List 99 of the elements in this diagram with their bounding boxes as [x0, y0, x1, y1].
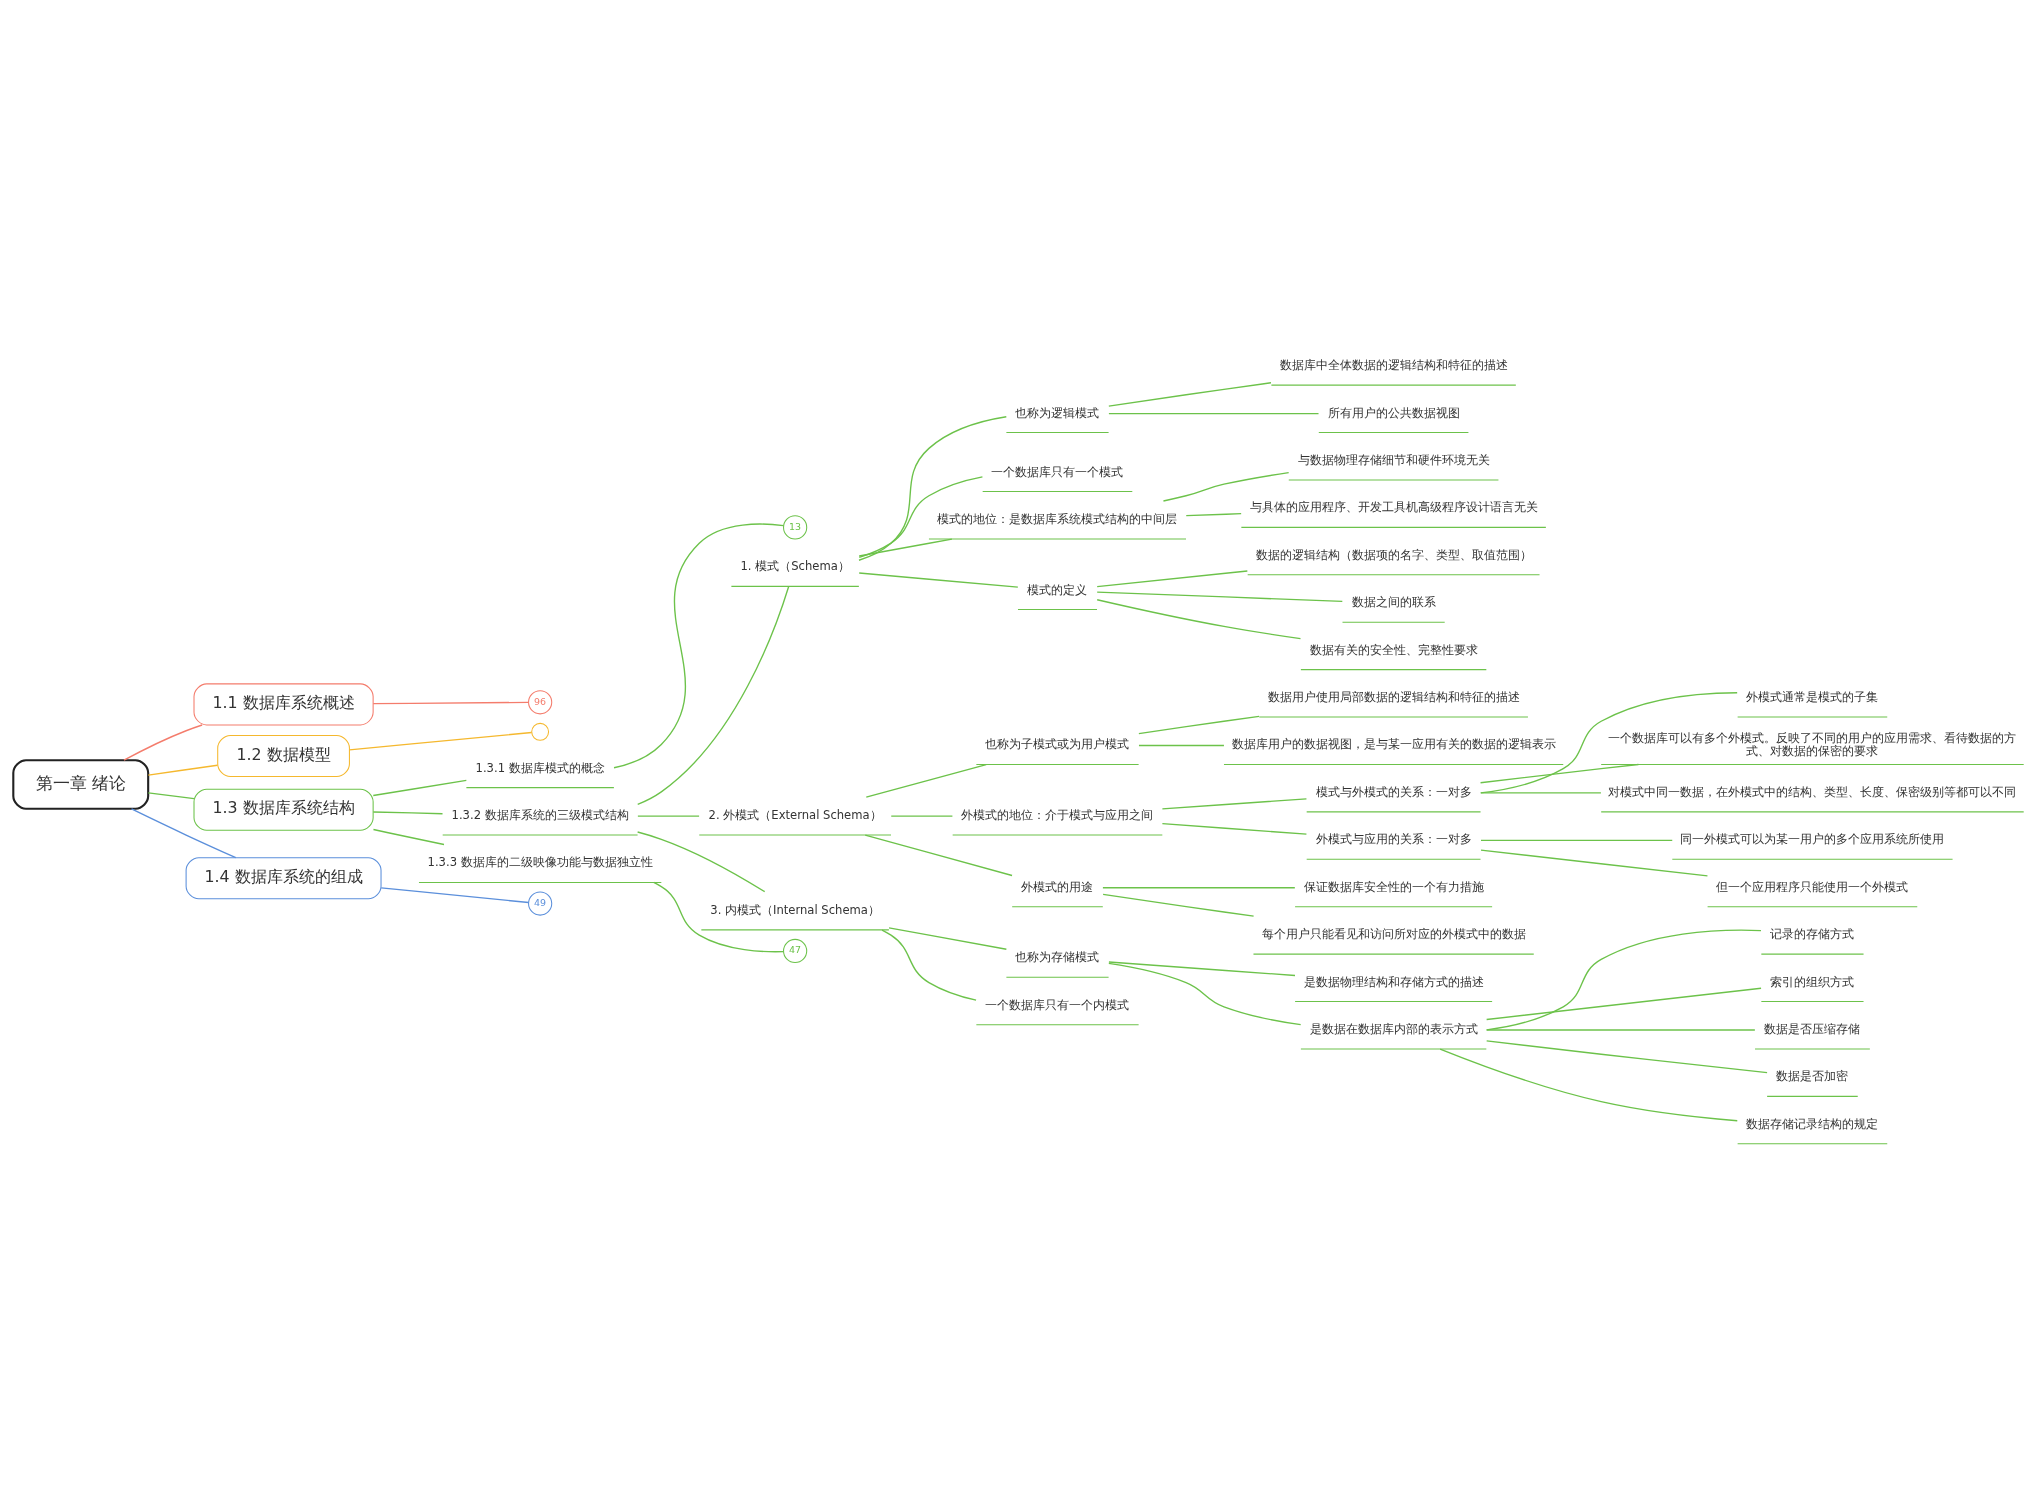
connector — [1138, 715, 1260, 734]
node-text: 数据有关的安全性、完整性要求 — [1309, 642, 1478, 657]
node-text: 数据是否压缩存储 — [1764, 1021, 1861, 1036]
connector — [1485, 929, 1762, 1031]
node-text: 数据存储记录结构的规定 — [1746, 1116, 1879, 1131]
node-text: 2. 外模式（External Schema） — [708, 807, 882, 822]
node-text: 也称为逻辑模式 — [1015, 405, 1100, 420]
node-circle — [531, 722, 550, 741]
node-text: 但一个应用程序只能使用一个外模式 — [1716, 879, 1909, 894]
connector — [858, 537, 953, 557]
node-text: 也称为子模式或为用户模式 — [985, 736, 1130, 751]
connector — [1096, 598, 1302, 639]
connector — [372, 779, 467, 796]
node-text: 数据的逻辑结构（数据项的名字、类型、取值范围） — [1255, 547, 1532, 562]
connector — [1480, 791, 1602, 794]
connector — [123, 723, 203, 761]
connector — [881, 928, 977, 1001]
node-text: 索引的组织方式 — [1770, 974, 1855, 989]
connector — [147, 791, 195, 799]
connector — [1096, 569, 1249, 587]
connector — [858, 415, 1007, 561]
node-text: 1.3.2 数据库系统的三级模式结构 — [451, 807, 629, 822]
connector — [890, 814, 954, 817]
node-text: 每个用户只能看见和访问所对应的外模式中的数据 — [1261, 926, 1526, 941]
node-text: 一个数据库可以有多个外模式。反映了不同的用户的应用需求、看待数据的方式、对数据的保密的要求 — [1608, 730, 2017, 758]
connector — [865, 763, 987, 798]
connector — [1479, 691, 1738, 794]
connector — [147, 764, 219, 776]
connector — [637, 585, 790, 805]
node-text: 1.3.1 数据库模式的概念 — [475, 760, 605, 775]
node-text: 也称为存储模式 — [1015, 949, 1100, 964]
node-text: 同一外模式可以为某一用户的多个应用系统所使用 — [1680, 831, 1945, 846]
node-text: 1.3.3 数据库的二级映像功能与数据独立性 — [427, 854, 653, 869]
node-text: 记录的存储方式 — [1770, 926, 1855, 941]
connector — [1480, 839, 1673, 841]
node-text: 外模式的用途 — [1021, 879, 1094, 894]
connector — [1185, 512, 1242, 516]
node-text: 3. 内模式（Internal Schema） — [710, 902, 880, 917]
connector — [858, 475, 984, 558]
connector — [864, 833, 1013, 876]
connector — [1108, 962, 1302, 1025]
connector — [372, 701, 529, 704]
connector — [130, 807, 237, 858]
node-box: 第一章 绪论 — [12, 758, 150, 810]
connector — [636, 830, 766, 892]
connector — [372, 810, 444, 814]
node-text: 1. 模式（Schema） — [740, 558, 850, 573]
node-circle: 47 — [783, 938, 808, 963]
node-text: 外模式通常是模式的子集 — [1746, 689, 1879, 704]
connector — [858, 571, 1019, 588]
node-circle: 13 — [783, 514, 808, 539]
connector — [613, 522, 785, 768]
node-text: 数据之间的联系 — [1351, 594, 1436, 609]
node-text: 是数据在数据库内部的表示方式 — [1309, 1021, 1478, 1036]
node-box: 1.3 数据库系统结构 — [193, 788, 374, 831]
connector — [653, 881, 784, 952]
connector — [1096, 590, 1343, 602]
connector — [1485, 1039, 1768, 1073]
connector — [1108, 960, 1296, 976]
connector — [1485, 987, 1762, 1020]
node-text: 外模式与应用的关系：一对多 — [1315, 831, 1472, 846]
node-text: 保证数据库安全性的一个有力措施 — [1303, 879, 1484, 894]
connector — [1108, 381, 1272, 407]
connector — [1138, 744, 1225, 746]
node-text: 外模式的地位：介于模式与应用之间 — [961, 807, 1154, 822]
connector — [1479, 763, 1640, 783]
connector — [1102, 886, 1296, 888]
node-circle: 96 — [528, 689, 553, 714]
connector — [1162, 471, 1290, 502]
connector — [888, 926, 1008, 950]
node-text: 模式的地位：是数据库系统模式结构的中间层 — [937, 511, 1178, 526]
connector — [1102, 893, 1255, 917]
connector — [1485, 1028, 1756, 1031]
connector — [1480, 848, 1709, 877]
node-text: 所有用户的公共数据视图 — [1327, 405, 1460, 420]
node-text: 数据是否加密 — [1776, 1068, 1849, 1083]
node-text: 对模式中同一数据，在外模式中的结构、类型、长度、保密级别等都可以不同 — [1608, 784, 2017, 799]
node-text: 数据库中全体数据的逻辑结构和特征的描述 — [1279, 357, 1508, 372]
node-box: 1.4 数据库系统的组成 — [185, 856, 382, 899]
node-text: 数据库用户的数据视图，是与某一应用有关的数据的逻辑表示 — [1231, 736, 1556, 751]
node-text: 与数据物理存储细节和硬件环境无关 — [1297, 452, 1490, 467]
node-circle: 49 — [528, 890, 553, 916]
node-text: 数据用户使用局部数据的逻辑结构和特征的描述 — [1267, 689, 1520, 704]
node-box: 1.1 数据库系统概述 — [193, 682, 374, 725]
connector — [372, 828, 445, 845]
node-text: 是数据物理结构和存储方式的描述 — [1303, 974, 1484, 989]
node-box: 1.2 数据模型 — [217, 734, 350, 777]
connector — [1161, 797, 1308, 810]
connector — [380, 886, 530, 903]
connector — [1108, 412, 1320, 414]
connector — [637, 814, 700, 817]
connector — [1161, 822, 1308, 835]
connector — [1439, 1047, 1738, 1121]
node-text: 一个数据库只有一个模式 — [991, 464, 1124, 479]
connector — [348, 731, 533, 751]
node-text: 与具体的应用程序、开发工具机高级程序设计语言无关 — [1249, 499, 1538, 514]
node-text: 模式的定义 — [1027, 582, 1088, 597]
node-text: 模式与外模式的关系：一对多 — [1315, 784, 1472, 799]
node-text: 一个数据库只有一个内模式 — [985, 997, 1130, 1012]
